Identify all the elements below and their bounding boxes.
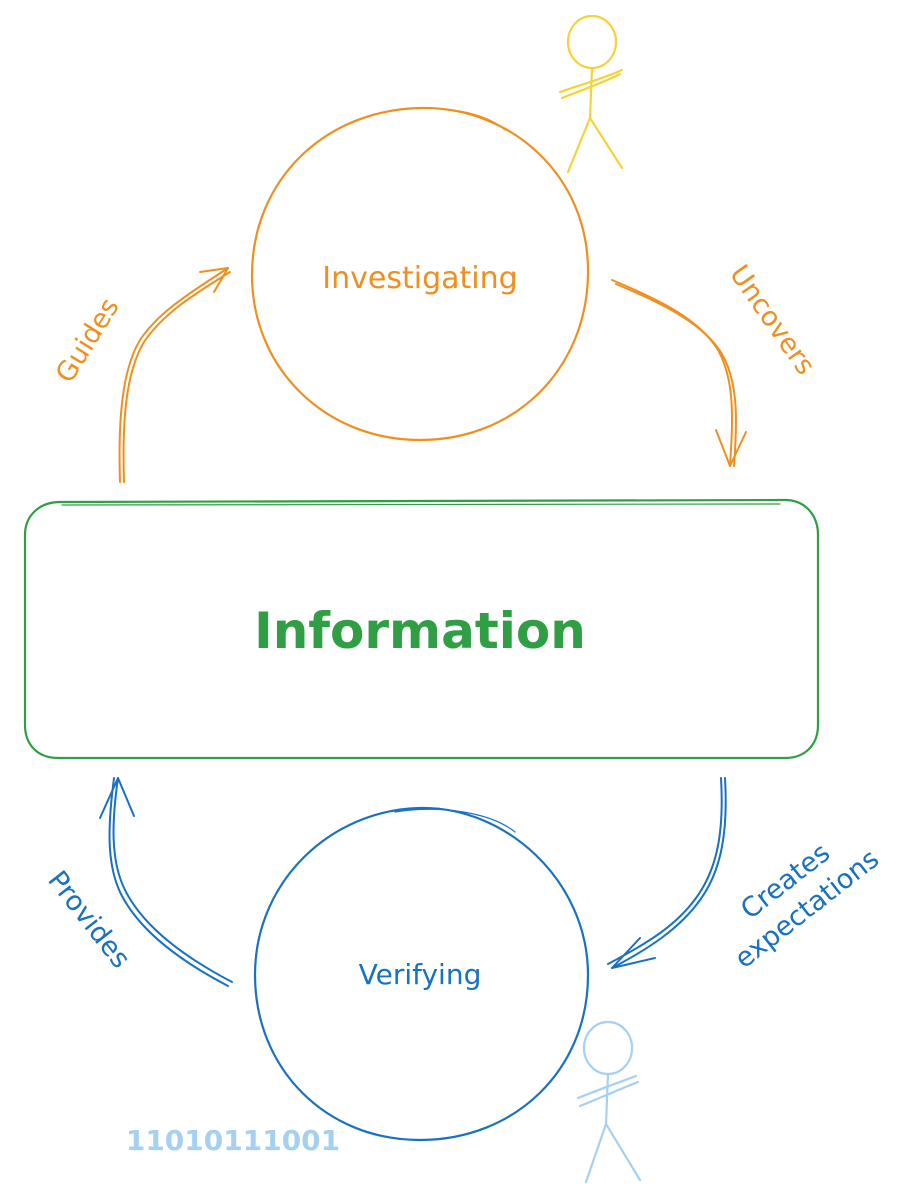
creates-expectations-arrow xyxy=(607,777,727,969)
information-node: Information xyxy=(23,498,820,760)
uncovers-arrow xyxy=(611,279,747,467)
verifying-node: Verifying xyxy=(253,806,590,1142)
uncovers-label: Uncovers xyxy=(723,260,821,381)
investigating-node: Investigating xyxy=(250,106,590,442)
investigating-circle-stroke2 xyxy=(394,107,506,131)
stick-figure-icon xyxy=(558,14,624,174)
information-label: Information xyxy=(254,602,586,660)
creates-expectations-label: Creates expectations xyxy=(729,837,885,974)
verifying-label: Verifying xyxy=(359,958,482,991)
verifying-circle xyxy=(253,806,590,1142)
investigating-label: Investigating xyxy=(322,261,517,296)
guides-label: Guides xyxy=(50,293,126,389)
binary-text: 11010111001 xyxy=(126,1124,340,1157)
information-box xyxy=(23,498,820,760)
investigating-circle xyxy=(250,106,590,442)
provides-arrow xyxy=(99,777,233,987)
verifying-circle-stroke2 xyxy=(394,808,516,833)
information-box-stroke2 xyxy=(61,503,781,506)
guides-arrow xyxy=(118,267,231,483)
stick-figure-icon xyxy=(576,1020,642,1184)
